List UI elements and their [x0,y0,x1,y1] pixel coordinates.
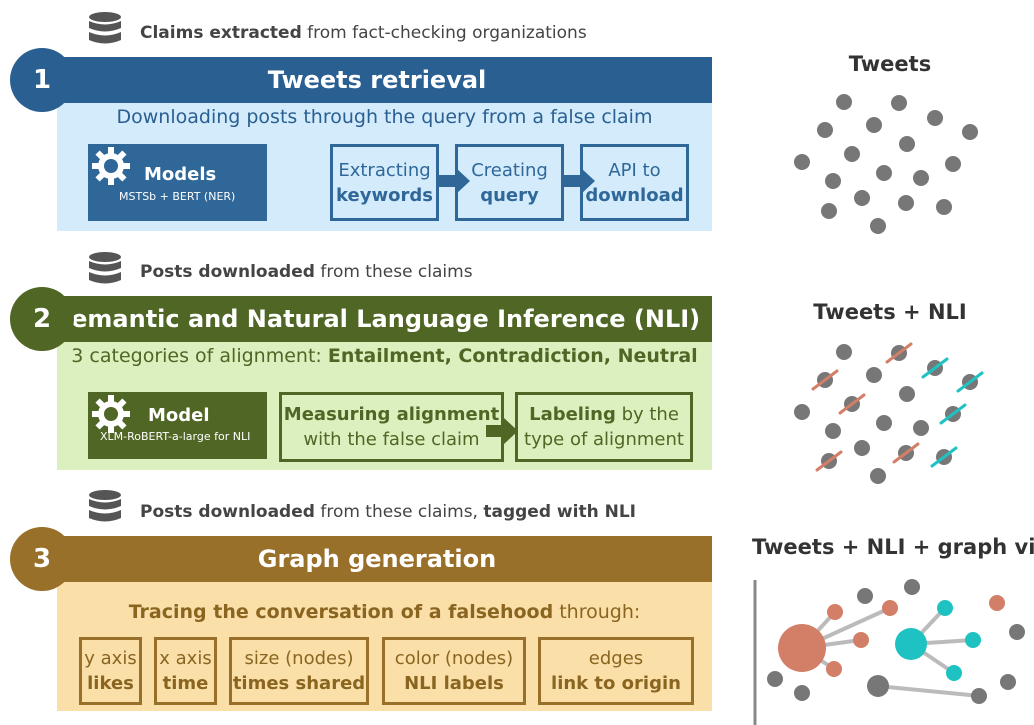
stage3-subtitle: Tracing the conversation of a falsehood … [128,601,641,623]
tweets-nli-scatter [794,342,984,484]
stage2-title: Semantic and Natural Language Inference … [53,305,701,333]
stage3-number: 3 [10,527,74,591]
stage3-header: Graph generation [42,536,712,582]
database-icon [89,490,121,522]
stage1-title: Tweets retrieval [267,66,487,94]
stage2-model-sub: XLM-RoBERT-a-large for NLI [100,430,251,443]
arrow-right-icon [486,418,518,444]
stage1-number: 1 [10,48,74,112]
step-size-nodes: size (nodes)times shared [229,637,369,705]
stage2-model-title: Model [148,405,210,426]
stage1-model-sub: MSTSb + BERT (NER) [119,190,236,203]
stage1-subtitle: Downloading posts through the query from… [116,106,653,128]
posts-tagged-caption: Posts downloaded from these claims, tagg… [140,502,636,522]
stage2-subtitle: 3 categories of alignment: Entailment, C… [71,345,698,367]
tweets-nli-title: Tweets + NLI [813,300,967,324]
stage1-model-box: Models MSTSb + BERT (NER) [88,144,267,221]
database-icon [89,252,121,284]
tweets-scatter [794,94,978,234]
step-color-nodes: color (nodes)NLI labels [382,637,526,705]
tweets-nli-graph-title: Tweets + NLI + graph vis. [752,535,1034,559]
stage2-number: 2 [10,287,74,351]
stage2-model-box: Model XLM-RoBERT-a-large for NLI [88,392,267,459]
stage1-header: Tweets retrieval [42,57,712,103]
gear-icon [92,395,130,433]
database-icon [89,12,121,44]
gear-icon [92,147,130,185]
graph-visualization [753,579,1025,725]
arrow-right-icon [563,168,595,194]
stage3-title: Graph generation [257,545,497,573]
claims-extracted-caption: Claims extracted from fact-checking orga… [140,23,587,43]
tweets-title: Tweets [848,52,932,76]
stage2-header: Semantic and Natural Language Inference … [42,296,712,342]
stage1-model-title: Models [144,164,217,185]
arrow-right-icon [438,168,470,194]
posts-downloaded-caption: Posts downloaded from these claims [140,262,473,282]
